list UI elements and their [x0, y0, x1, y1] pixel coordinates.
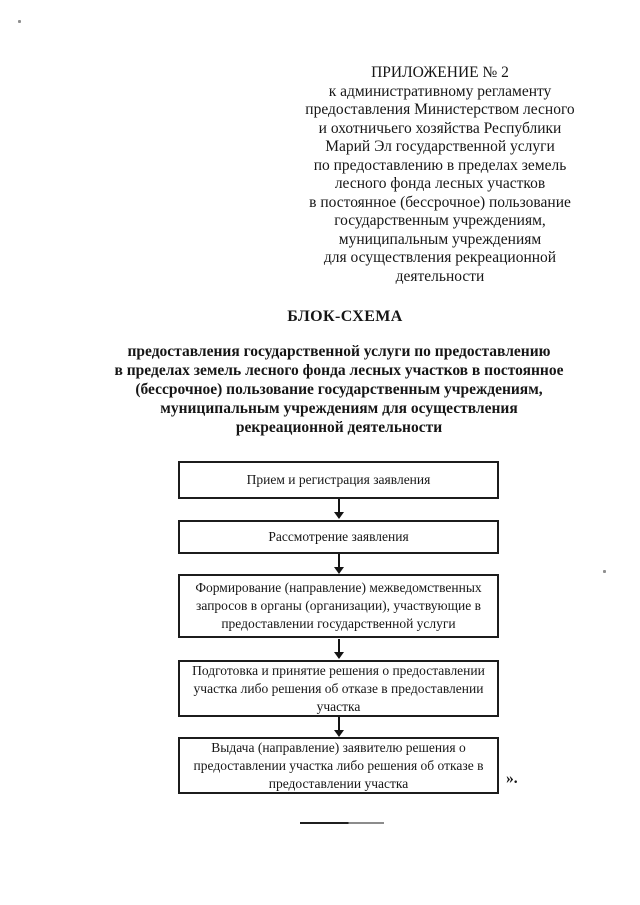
appendix-line: ПРИЛОЖЕНИЕ № 2 — [371, 64, 509, 81]
appendix-line: государственным учреждениям, — [334, 212, 546, 229]
page-title: БЛОК-СХЕМА — [287, 308, 403, 325]
arrow-shaft — [337, 639, 340, 652]
appendix-line: в постоянное (бессрочное) пользование — [309, 193, 571, 211]
subtitle-line: предоставления государственной услуги по… — [127, 343, 551, 360]
arrow-head — [333, 730, 344, 737]
subtitle-line: (бессрочное) пользование государственным… — [135, 381, 543, 398]
appendix-line: к административному регламенту — [328, 82, 552, 100]
appendix-line: и охотничьего хозяйства Республики — [318, 119, 562, 137]
appendix-line: для осуществления рекреационной — [323, 249, 557, 266]
page-subtitle: предоставления государственной услуги по… — [36, 342, 640, 437]
appendix-header: ПРИЛОЖЕНИЕ № 2 к административному регла… — [280, 64, 600, 286]
appendix-line: Марий Эл государственной услуги — [325, 138, 555, 155]
scan-speck — [603, 570, 606, 573]
arrow-shaft — [337, 717, 340, 730]
appendix-line: предоставления Министерством лесного — [305, 101, 575, 118]
step-text-line: участка — [316, 698, 361, 714]
step-text-line: предоставлении участка — [268, 775, 409, 791]
flowchart-step-interagency-requests: Формирование (направление) межведомствен… — [178, 574, 499, 638]
step-text-line: запросов в органы (организации), участву… — [196, 598, 481, 613]
flowchart-step-decision: Подготовка и принятие решения о предоста… — [178, 660, 499, 717]
arrow-down-icon — [333, 554, 344, 574]
appendix-line: муниципальным учреждениям — [338, 230, 542, 248]
step-text-line: предоставлении участка либо решения об о… — [193, 757, 484, 773]
subtitle-line: в пределах земель лесного фонда лесных у… — [114, 362, 564, 379]
arrow-down-icon — [333, 639, 344, 659]
flowchart-step-reception: Прием и регистрация заявления — [178, 461, 499, 499]
subtitle-line: рекреационной деятельности — [235, 419, 443, 436]
arrow-head — [333, 512, 344, 519]
step-text-line: Формирование (направление) межведомствен… — [195, 580, 482, 595]
appendix-line: лесного фонда лесных участков — [334, 175, 546, 192]
step-text-line: Прием и регистрация заявления — [246, 472, 431, 487]
footer-rule — [300, 822, 384, 824]
subtitle-line: муниципальным учреждениям для осуществле… — [160, 400, 518, 417]
appendix-line: по предоставлению в пределах земель — [313, 156, 567, 174]
arrow-head — [333, 652, 344, 659]
appendix-line: деятельности — [395, 267, 485, 285]
arrow-down-icon — [333, 717, 344, 737]
step-text-line: участка либо решения об отказе в предост… — [193, 680, 484, 696]
step-text-line: Рассмотрение заявления — [268, 529, 409, 544]
closing-quote-mark: ». — [506, 770, 518, 787]
step-text-line: предоставлении государственной услуги — [221, 616, 456, 631]
arrow-shaft — [337, 499, 340, 512]
step-text-line: Подготовка и принятие решения о предоста… — [192, 662, 485, 678]
flowchart-step-review: Рассмотрение заявления — [178, 520, 499, 554]
flowchart-step-issuance: Выдача (направление) заявителю решения о… — [178, 737, 499, 794]
step-text-line: Выдача (направление) заявителю решения о — [211, 739, 466, 755]
arrow-down-icon — [333, 499, 344, 519]
scan-speck — [18, 20, 21, 23]
arrow-head — [333, 567, 344, 574]
arrow-shaft — [337, 554, 340, 567]
